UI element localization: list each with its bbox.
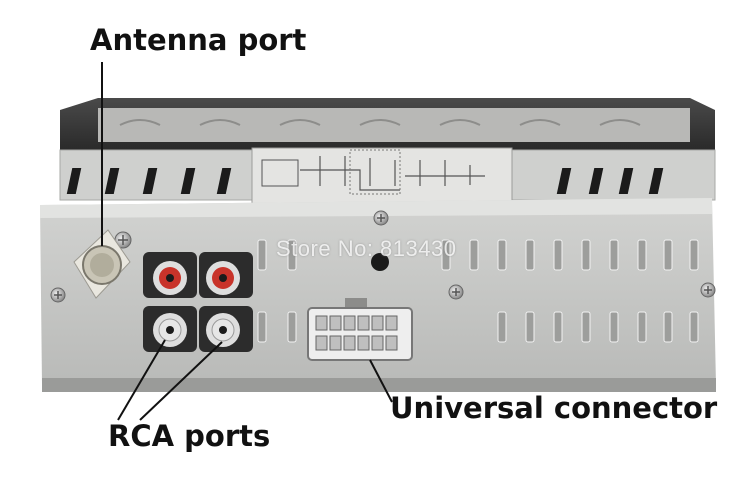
rca-white-jack [206, 313, 240, 347]
universal-connector-label: Universal connector [390, 391, 718, 425]
panel-vent-slots [257, 239, 699, 343]
screw-icon [50, 210, 716, 303]
rca-red-jack [153, 261, 187, 295]
universal-connector [307, 298, 413, 361]
store-watermark: Store No: 813430 [276, 236, 457, 261]
top-housing-rib [98, 108, 690, 142]
rear-panel [40, 198, 716, 392]
rca-leader-line-1 [117, 339, 166, 421]
leader-lines [101, 62, 393, 421]
rca-leader-line-2 [139, 341, 223, 421]
top-vent-slots-right [556, 168, 664, 194]
panel-knob [371, 253, 389, 271]
wiring-diagram-sticker [251, 147, 513, 205]
rca-red-jack [206, 261, 240, 295]
rca-ports [143, 252, 253, 352]
top-housing [60, 98, 715, 150]
rca-white-jack [153, 313, 187, 347]
antenna-port-label: Antenna port [90, 23, 307, 57]
top-vent-slots-left [66, 168, 232, 194]
universal-leader-line [369, 359, 393, 403]
rca-ports-label: RCA ports [108, 419, 271, 453]
